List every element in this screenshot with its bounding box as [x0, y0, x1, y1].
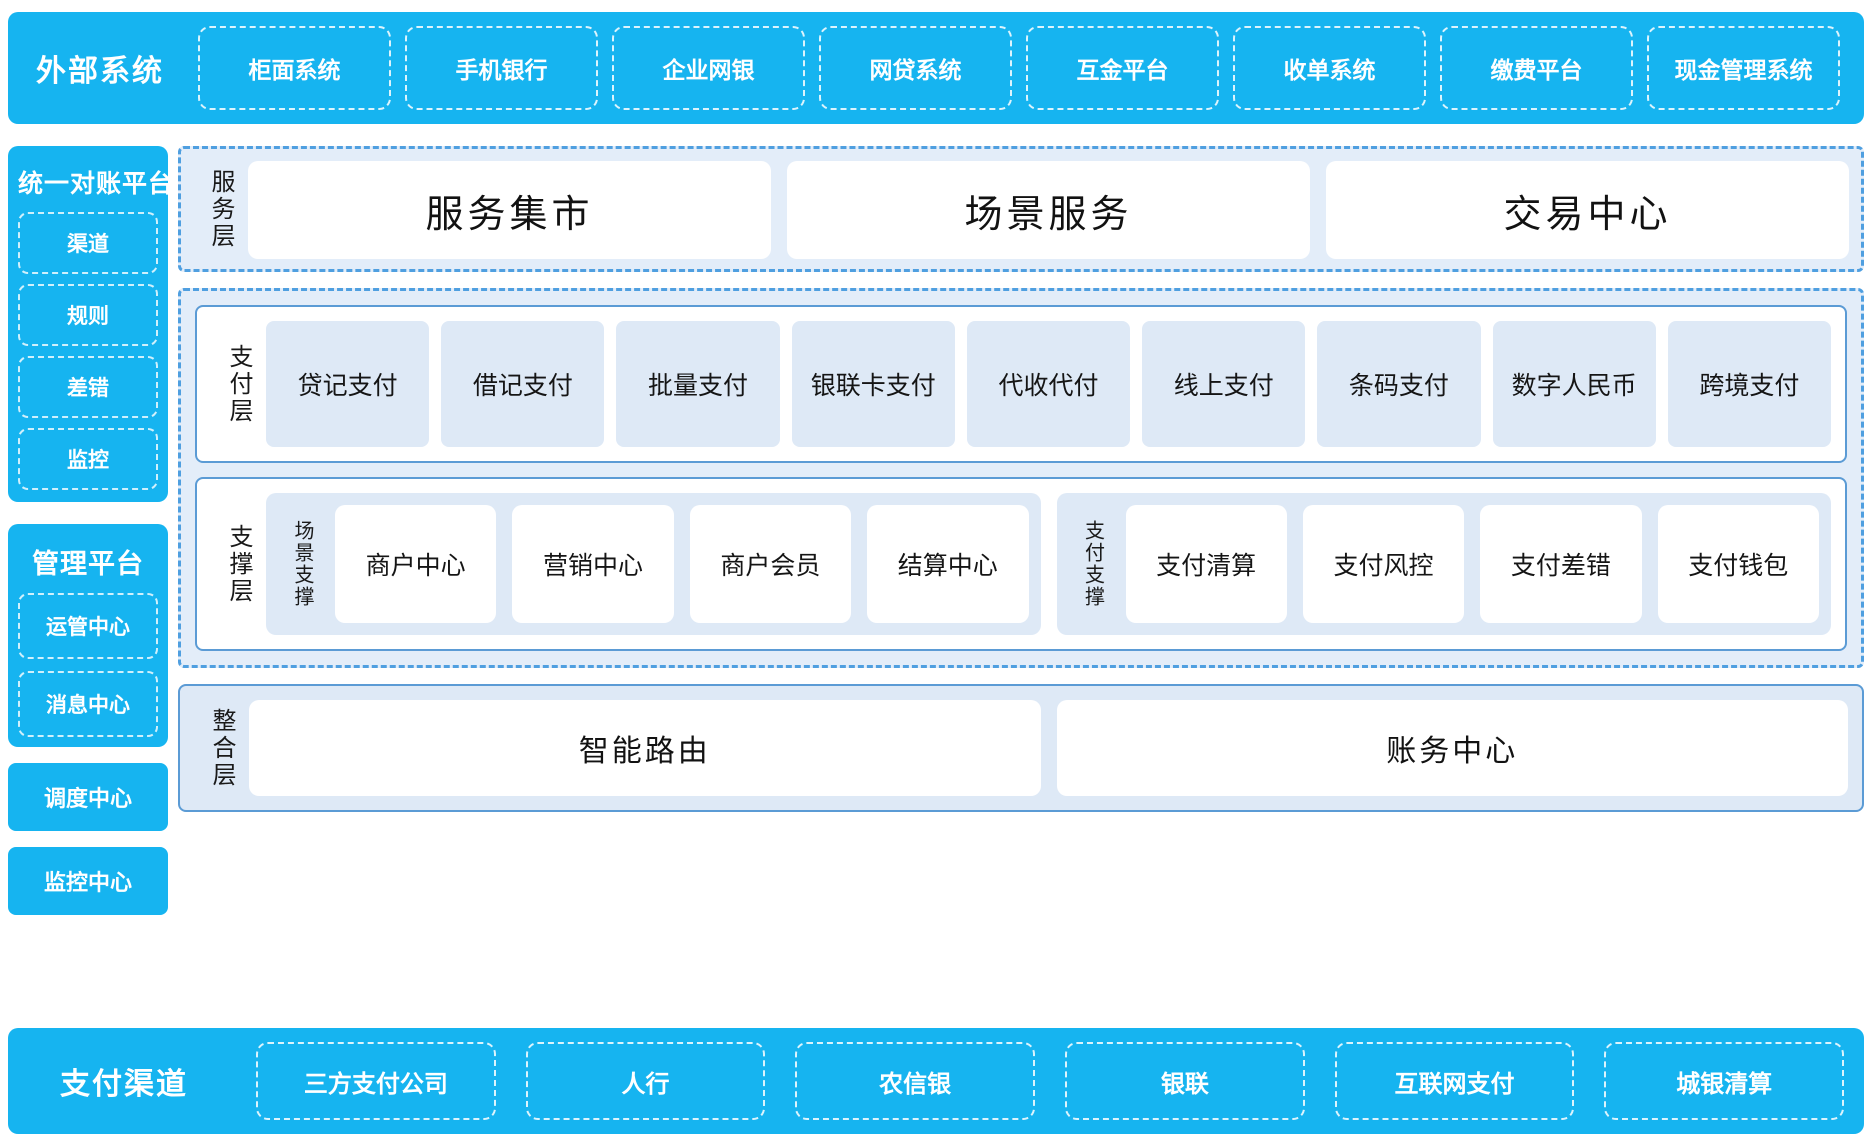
- payment-tile-digital-rmb[interactable]: 数字人民币: [1493, 321, 1656, 447]
- support-tile-marketing-center[interactable]: 营销中心: [512, 505, 673, 623]
- payment-tile-debit[interactable]: 借记支付: [441, 321, 604, 447]
- external-system-chip[interactable]: 收单系统: [1233, 26, 1426, 110]
- recon-platform-item-rule[interactable]: 规则: [18, 284, 158, 346]
- external-system-chip[interactable]: 网贷系统: [819, 26, 1012, 110]
- external-system-chip[interactable]: 现金管理系统: [1647, 26, 1840, 110]
- support-tile-payment-wallet[interactable]: 支付钱包: [1658, 505, 1819, 623]
- service-layer-group: 服务层 服务集市 场景服务 交易中心: [178, 146, 1864, 272]
- payment-channel-chip-internet-payment[interactable]: 互联网支付: [1335, 1042, 1575, 1120]
- payment-tile-barcode[interactable]: 条码支付: [1317, 321, 1480, 447]
- support-tile-merchant-member[interactable]: 商户会员: [690, 505, 851, 623]
- left-sidebar: 统一对账平台 渠道 规则 差错 监控 管理平台 运管中心 消息中心 调度中心 监…: [8, 146, 168, 915]
- payment-channel-chip-third-party[interactable]: 三方支付公司: [256, 1042, 496, 1120]
- external-system-chip[interactable]: 缴费平台: [1440, 26, 1633, 110]
- support-group-scenario-label: 场景支撑: [278, 505, 327, 623]
- platform-main-area: 服务层 服务集市 场景服务 交易中心 支付层 贷记支付 借记支付 批量支付 银联…: [178, 146, 1864, 812]
- support-layer-panel: 支撑层 场景支撑 商户中心 营销中心 商户会员 结算中心 支付支撑: [195, 477, 1847, 651]
- payment-layer-label: 支付层: [211, 321, 266, 447]
- support-tile-merchant-center[interactable]: 商户中心: [335, 505, 496, 623]
- external-systems-title: 外部系统: [36, 46, 186, 90]
- payment-channels-band: 支付渠道 三方支付公司 人行 农信银 银联 互联网支付 城银清算: [8, 1028, 1864, 1134]
- service-layer-card-list: 服务集市 场景服务 交易中心: [248, 161, 1849, 257]
- management-item-operations-center[interactable]: 运管中心: [18, 593, 158, 659]
- integration-layer-card-list: 智能路由 账务中心: [249, 700, 1848, 796]
- payment-and-support-group: 支付层 贷记支付 借记支付 批量支付 银联卡支付 代收代付 线上支付 条码支付 …: [178, 288, 1864, 668]
- external-systems-chip-list: 柜面系统 手机银行 企业网银 网贷系统 互金平台 收单系统 缴费平台 现金管理系…: [198, 26, 1840, 110]
- integration-layer-label: 整合层: [194, 700, 249, 796]
- recon-platform-title: 统一对账平台: [18, 156, 158, 212]
- external-system-chip[interactable]: 互金平台: [1026, 26, 1219, 110]
- external-system-chip[interactable]: 柜面系统: [198, 26, 391, 110]
- management-platform-box: 管理平台 运管中心 消息中心: [8, 524, 168, 747]
- management-platform-title: 管理平台: [18, 534, 158, 593]
- monitoring-center-tile[interactable]: 监控中心: [8, 847, 168, 915]
- payment-tile-unionpay-card[interactable]: 银联卡支付: [792, 321, 955, 447]
- payment-layer-panel: 支付层 贷记支付 借记支付 批量支付 银联卡支付 代收代付 线上支付 条码支付 …: [195, 305, 1847, 463]
- service-card-transaction[interactable]: 交易中心: [1326, 161, 1849, 259]
- payment-channel-chip-unionpay[interactable]: 银联: [1065, 1042, 1305, 1120]
- integration-card-smart-routing[interactable]: 智能路由: [249, 700, 1041, 796]
- payment-channel-chip-pboc[interactable]: 人行: [526, 1042, 766, 1120]
- external-system-chip[interactable]: 企业网银: [612, 26, 805, 110]
- service-card-market[interactable]: 服务集市: [248, 161, 771, 259]
- payment-layer-tile-list: 贷记支付 借记支付 批量支付 银联卡支付 代收代付 线上支付 条码支付 数字人民…: [266, 321, 1831, 447]
- payment-tile-cross-border[interactable]: 跨境支付: [1668, 321, 1831, 447]
- external-system-chip[interactable]: 手机银行: [405, 26, 598, 110]
- payment-channel-chip-city-bank-clearing[interactable]: 城银清算: [1604, 1042, 1844, 1120]
- management-item-message-center[interactable]: 消息中心: [18, 671, 158, 737]
- scheduling-center-tile[interactable]: 调度中心: [8, 763, 168, 831]
- support-tile-payment-clearing[interactable]: 支付清算: [1126, 505, 1287, 623]
- payment-tile-online[interactable]: 线上支付: [1142, 321, 1305, 447]
- payment-channel-chip-rcc[interactable]: 农信银: [795, 1042, 1035, 1120]
- external-systems-band: 外部系统 柜面系统 手机银行 企业网银 网贷系统 互金平台 收单系统 缴费平台 …: [8, 12, 1864, 124]
- recon-platform-item-channel[interactable]: 渠道: [18, 212, 158, 274]
- service-card-scenario[interactable]: 场景服务: [787, 161, 1310, 259]
- support-layer-group-list: 场景支撑 商户中心 营销中心 商户会员 结算中心 支付支撑 支付清算 支付风控: [266, 493, 1831, 635]
- support-group-scenario-tiles: 商户中心 营销中心 商户会员 结算中心: [335, 505, 1029, 623]
- support-group-payment-tiles: 支付清算 支付风控 支付差错 支付钱包: [1126, 505, 1820, 623]
- payment-channels-chip-list: 三方支付公司 人行 农信银 银联 互联网支付 城银清算: [256, 1042, 1844, 1120]
- recon-platform-item-monitor[interactable]: 监控: [18, 428, 158, 490]
- support-tile-payment-risk[interactable]: 支付风控: [1303, 505, 1464, 623]
- recon-platform-item-error[interactable]: 差错: [18, 356, 158, 418]
- support-tile-settlement-center[interactable]: 结算中心: [867, 505, 1028, 623]
- payment-tile-batch[interactable]: 批量支付: [616, 321, 779, 447]
- support-group-scenario: 场景支撑 商户中心 营销中心 商户会员 结算中心: [266, 493, 1041, 635]
- support-group-payment-label: 支付支撑: [1069, 505, 1118, 623]
- support-group-payment: 支付支撑 支付清算 支付风控 支付差错 支付钱包: [1057, 493, 1832, 635]
- payment-tile-credit[interactable]: 贷记支付: [266, 321, 429, 447]
- support-tile-payment-error[interactable]: 支付差错: [1480, 505, 1641, 623]
- recon-platform-box: 统一对账平台 渠道 规则 差错 监控: [8, 146, 168, 502]
- integration-card-accounting-center[interactable]: 账务中心: [1057, 700, 1849, 796]
- service-layer-label: 服务层: [193, 161, 248, 257]
- support-layer-label: 支撑层: [211, 493, 266, 635]
- payment-tile-collection-payment[interactable]: 代收代付: [967, 321, 1130, 447]
- integration-layer-panel: 整合层 智能路由 账务中心: [178, 684, 1864, 812]
- payment-channels-title: 支付渠道: [60, 1059, 216, 1103]
